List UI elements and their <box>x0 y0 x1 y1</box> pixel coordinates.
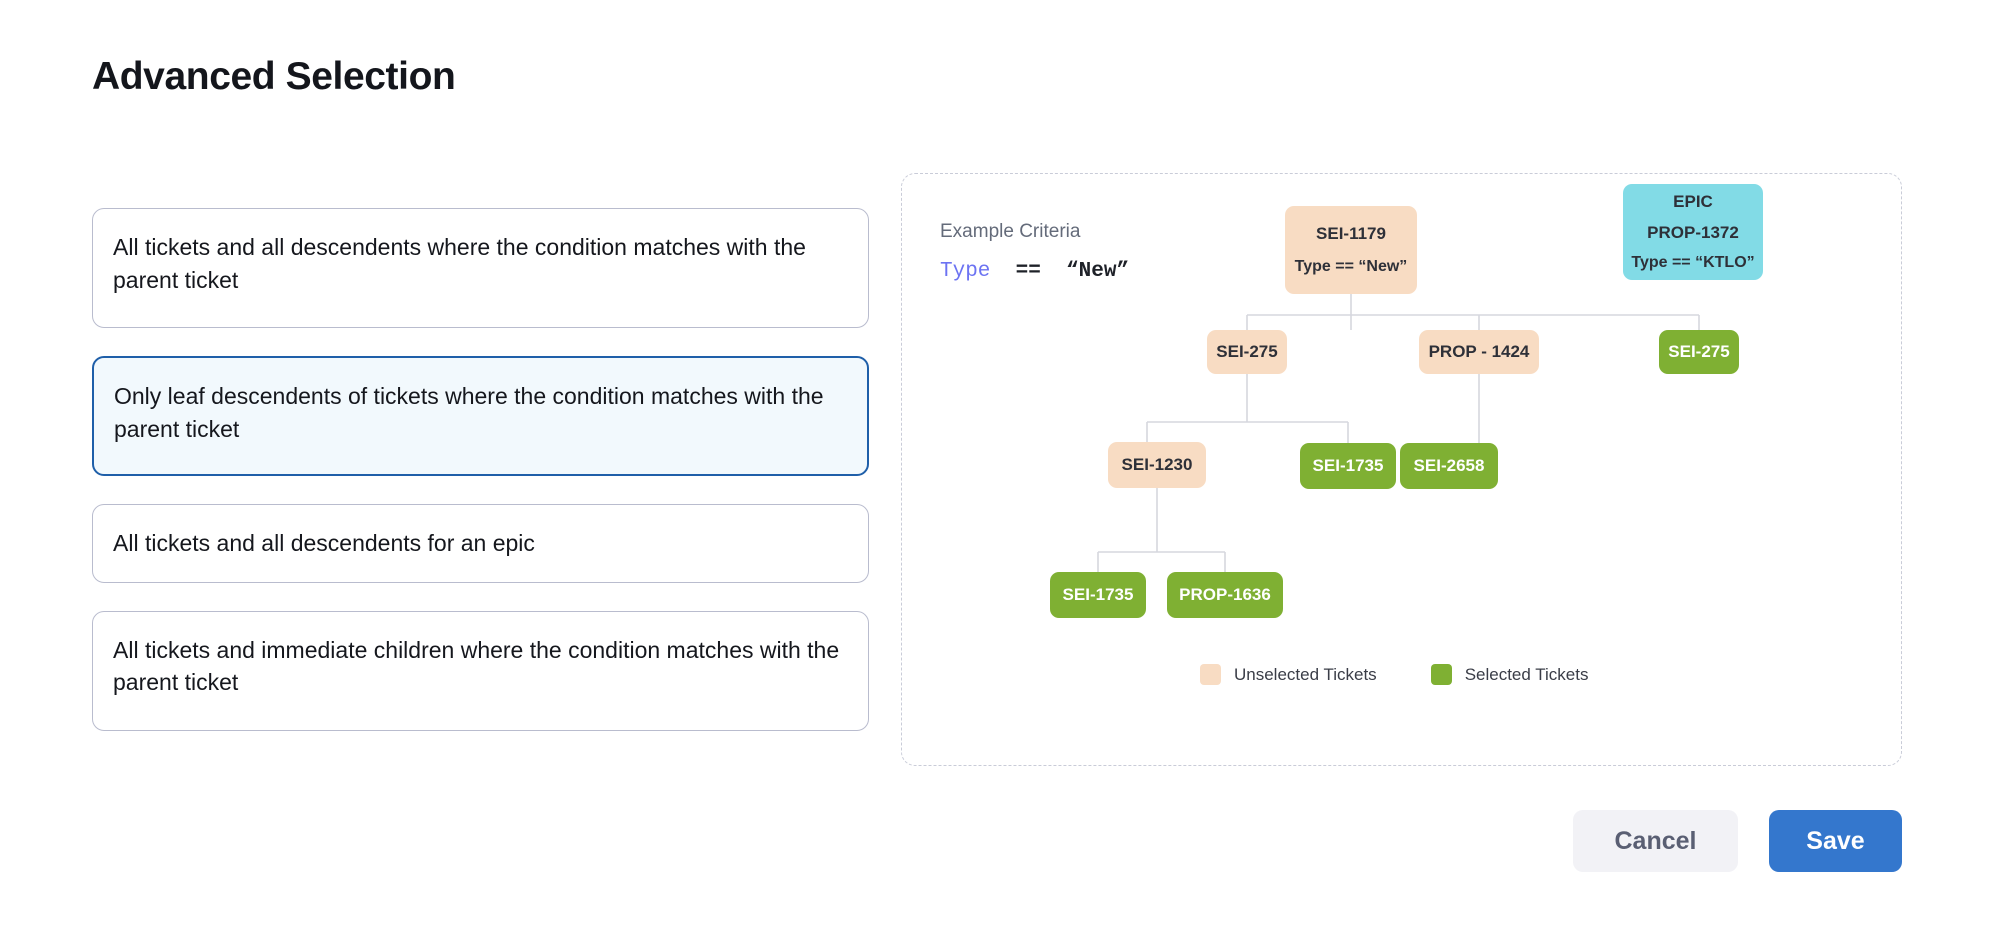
example-diagram-panel: Example Criteria Type == “New” <box>901 173 1902 766</box>
node-title: SEI-275 <box>1668 342 1730 361</box>
tree-node-prop-1636[interactable]: PROP-1636 <box>1167 572 1283 618</box>
legend-item-unselected: Unselected Tickets <box>1200 664 1377 685</box>
criteria-key: Type <box>940 260 991 283</box>
option-label: Only leaf descendents of tickets where t… <box>114 383 824 442</box>
legend-swatch-selected-icon <box>1430 664 1452 685</box>
page-title: Advanced Selection <box>92 55 456 98</box>
option-card-all-descendents-epic[interactable]: All tickets and all descendents for an e… <box>92 504 869 583</box>
option-label: All tickets and all descendents where th… <box>113 234 806 293</box>
node-title: PROP-1372 <box>1647 223 1739 242</box>
tree-node-epic-prop-1372[interactable]: EPIC PROP-1372 Type == “KTLO” <box>1623 184 1763 280</box>
option-card-immediate-children-condition[interactable]: All tickets and immediate children where… <box>92 610 869 731</box>
legend-item-selected: Selected Tickets <box>1430 664 1589 685</box>
tree-node-sei-1230[interactable]: SEI-1230 <box>1108 442 1206 488</box>
option-label: All tickets and all descendents for an e… <box>113 530 535 556</box>
criteria-value: “New” <box>1066 260 1130 283</box>
tree-node-sei-275-unselected[interactable]: SEI-275 <box>1207 330 1287 374</box>
node-title: PROP - 1424 <box>1428 342 1530 361</box>
node-title: SEI-275 <box>1216 342 1278 361</box>
legend-swatch-unselected-icon <box>1200 664 1221 685</box>
tree-node-sei-2658[interactable]: SEI-2658 <box>1400 443 1498 489</box>
tree-node-sei-1735-mid[interactable]: SEI-1735 <box>1300 443 1396 489</box>
selection-options-list: All tickets and all descendents where th… <box>92 208 869 759</box>
save-button[interactable]: Save <box>1769 810 1902 872</box>
node-title: SEI-1735 <box>1062 585 1134 604</box>
example-criteria-label: Example Criteria <box>940 221 1081 242</box>
node-title: SEI-1230 <box>1121 455 1193 474</box>
diagram-legend: Unselected Tickets Selected Tickets <box>1200 664 1588 685</box>
tree-node-sei-1179[interactable]: SEI-1179 Type == “New” <box>1285 206 1417 294</box>
example-criteria-expression: Type == “New” <box>940 260 1129 283</box>
node-subtitle: Type == “KTLO” <box>1631 254 1755 271</box>
node-title: PROP-1636 <box>1179 585 1271 604</box>
node-subtitle: Type == “New” <box>1294 258 1408 275</box>
tree-node-sei-1735-leaf[interactable]: SEI-1735 <box>1050 572 1146 618</box>
legend-label: Selected Tickets <box>1464 664 1589 684</box>
node-kind: EPIC <box>1673 192 1713 211</box>
option-card-all-descendents-condition[interactable]: All tickets and all descendents where th… <box>92 208 869 328</box>
option-label: All tickets and immediate children where… <box>113 636 840 696</box>
node-title: SEI-1179 <box>1316 224 1386 243</box>
tree-node-sei-275-selected[interactable]: SEI-275 <box>1659 330 1739 374</box>
cancel-button[interactable]: Cancel <box>1573 810 1738 872</box>
legend-label: Unselected Tickets <box>1234 664 1377 684</box>
option-card-leaf-descendents-condition[interactable]: Only leaf descendents of tickets where t… <box>92 356 869 476</box>
node-title: SEI-2658 <box>1413 456 1485 475</box>
tree-node-prop-1424[interactable]: PROP - 1424 <box>1419 330 1539 374</box>
dialog-footer: Cancel Save <box>0 810 1902 872</box>
node-title: SEI-1735 <box>1312 456 1384 475</box>
criteria-operator: == <box>1015 260 1041 283</box>
